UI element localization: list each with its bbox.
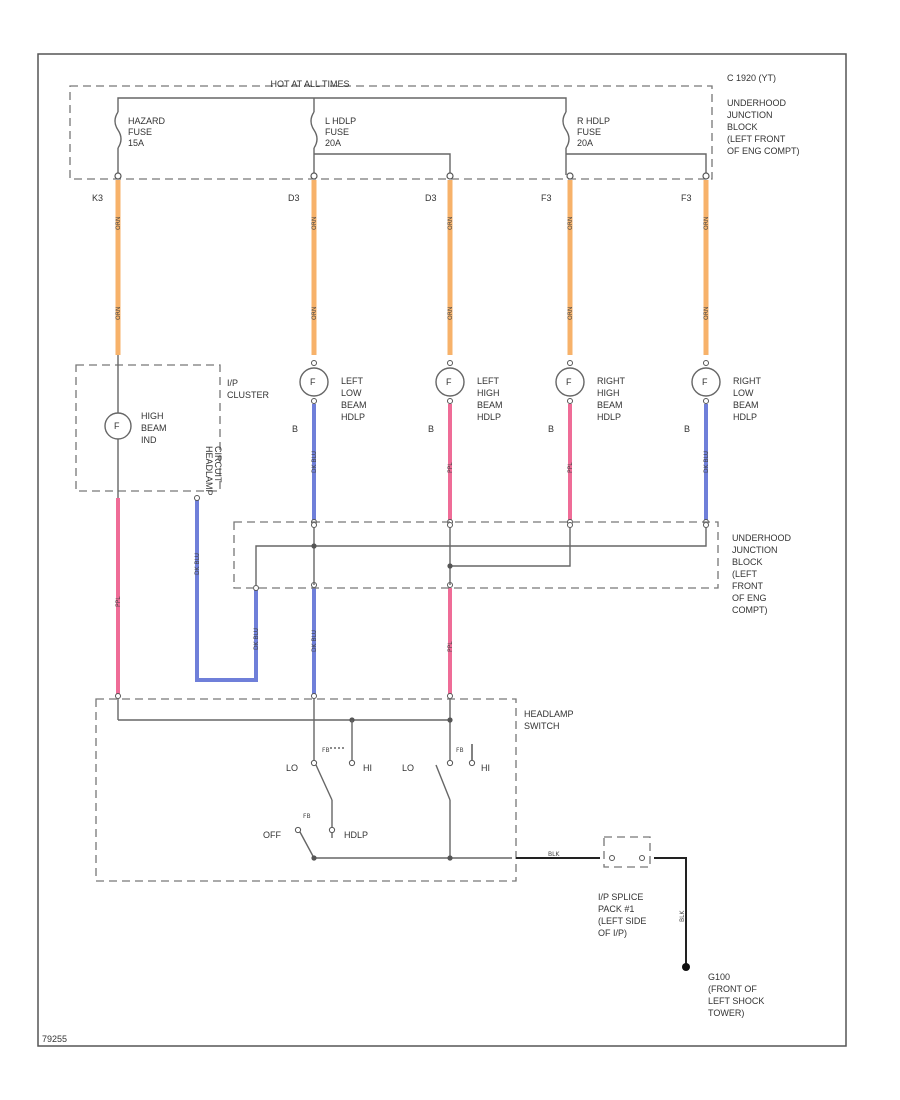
wire-code: DK BLU (311, 451, 318, 473)
connector-pin (310, 172, 318, 180)
ip-cluster-label: I/P CLUSTER (227, 378, 270, 400)
svg-text:F: F (310, 377, 316, 387)
connector-pin (446, 172, 454, 180)
wire-code-orange: ORN (447, 307, 454, 320)
junction-block-2-desc: UNDERHOOD JUNCTION BLOCK (LEFT FRONT OF … (732, 533, 794, 615)
r-hdlp-fuse (562, 111, 707, 175)
switch-hi-2: HI (481, 763, 490, 773)
headlamp-bulb: F (555, 360, 585, 404)
fuse-block-box (69, 85, 713, 180)
wire-code-orange: ORN (703, 307, 710, 320)
switch-hdlp: HDLP (344, 830, 368, 840)
l-hdlp-fuse-label: L HDLP FUSE 20A (325, 116, 359, 148)
lamp-pin-b: B (548, 424, 554, 434)
high-beam-bus (449, 528, 571, 567)
hot-at-all-times-label: HOT AT ALL TIMES (270, 79, 349, 89)
headlamp-circuit-label: HEADLAMP CIRCUIT (204, 446, 223, 498)
lamp-pin-b: B (428, 424, 434, 434)
hazard-fuse-label: HAZARD FUSE 15A (128, 116, 168, 148)
connector-pin (566, 172, 574, 180)
ground-label: G100 (FRONT OF LEFT SHOCK TOWER) (708, 972, 767, 1018)
wire-code: DK BLU (194, 553, 201, 575)
headlamp-bulb: F (691, 360, 721, 404)
connector-pin (114, 172, 122, 180)
wire-code: DK BLU (703, 451, 710, 473)
headlamp-circuit-blue-wire (195, 498, 258, 682)
junction-dot (311, 543, 317, 549)
wire-code-orange: ORN (311, 217, 318, 230)
wire-code-orange: ORN (447, 217, 454, 230)
r-hdlp-fuse-label: R HDLP FUSE 20A (577, 116, 612, 148)
connector-pin (567, 522, 573, 528)
pin-f3-a: F3 (541, 193, 552, 203)
headlamp-bulb: F (435, 360, 465, 404)
wire-code: PPL (115, 596, 122, 607)
diagram-frame (37, 53, 847, 1047)
pin-d3-b: D3 (425, 193, 437, 203)
wire-code-orange: ORN (567, 217, 574, 230)
lamp-pin-b: B (684, 424, 690, 434)
connector-pin (311, 522, 317, 528)
figure-id: 79255 (42, 1034, 67, 1044)
wire-code-orange: ORN (115, 307, 122, 320)
switch-hi-1: HI (363, 763, 372, 773)
pin-f3-b: F3 (681, 193, 692, 203)
headlamp-switch-label: HEADLAMP SWITCH (524, 709, 576, 731)
headlamp-bulb: F (299, 360, 329, 404)
switch-off: OFF (263, 830, 281, 840)
svg-text:FB: FB (322, 747, 330, 754)
wire-code: DK BLU (311, 630, 318, 652)
ground-wire: BLK BLK (516, 836, 690, 971)
junction-dot (447, 563, 453, 569)
pin-d3-a: D3 (288, 193, 300, 203)
hazard-fuse (114, 111, 122, 175)
lamp-return-wires: DK BLU PPL PPL DK BLU DK BLU PPL PPL DK BLU DK B… (115, 404, 710, 699)
wire-code: PPL (567, 462, 574, 473)
wire-code: DK BLU (253, 628, 260, 650)
connector-pin (703, 522, 709, 528)
svg-text:F: F (702, 377, 708, 387)
low-beam-bus (255, 528, 707, 585)
l-hdlp-fuse (310, 111, 451, 175)
connector-pin (702, 172, 710, 180)
high-beam-ind-label: HIGH BEAM IND (141, 411, 169, 445)
switch-lo-1: LO (286, 763, 298, 773)
lamp-pin-b: B (292, 424, 298, 434)
fuse-block-desc: UNDERHOOD JUNCTION BLOCK (LEFT FRONT OF … (727, 98, 800, 156)
svg-text:F: F (114, 421, 120, 431)
junction-block-2-box (233, 521, 719, 589)
svg-text:BLK: BLK (679, 910, 686, 922)
orange-feed-wires: ORN ORN ORN ORN ORN ORN ORN ORN ORN ORN (114, 172, 710, 355)
high-beam-indicator-bulb: F (104, 412, 132, 440)
wire-code-orange: ORN (115, 217, 122, 230)
connector-pin (115, 693, 121, 699)
ip-cluster-box (75, 364, 221, 492)
wire-code-orange: ORN (567, 307, 574, 320)
svg-text:BLK: BLK (548, 851, 560, 858)
svg-text:FB: FB (303, 813, 311, 820)
pin-k3: K3 (92, 193, 103, 203)
wire-code-orange: ORN (703, 217, 710, 230)
headlamp-switch-internals: FB FB FB (117, 699, 512, 861)
hot-bus-bar (117, 97, 567, 112)
connector-pin (311, 693, 317, 699)
svg-text:FB: FB (456, 747, 464, 754)
fuse-block-connector-label: C 1920 (YT) (727, 73, 776, 83)
splice-pack-label: I/P SPLICE PACK #1 (LEFT SIDE OF I/P) (598, 892, 649, 938)
svg-text:F: F (566, 377, 572, 387)
headlamp-switch-box (95, 698, 517, 882)
wire-code: PPL (447, 462, 454, 473)
wire-code-orange: ORN (311, 307, 318, 320)
wire-code: PPL (447, 641, 454, 652)
svg-text:F: F (446, 377, 452, 387)
connector-pin (447, 522, 453, 528)
switch-lo-2: LO (402, 763, 414, 773)
connector-pin (447, 693, 453, 699)
